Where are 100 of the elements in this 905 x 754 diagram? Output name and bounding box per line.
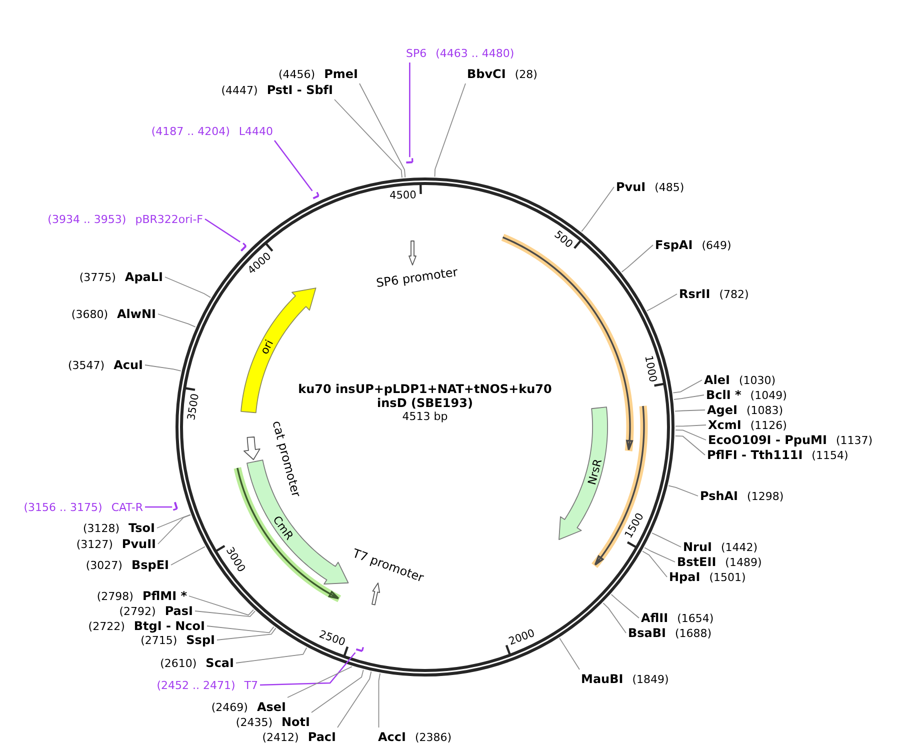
- leader-line: [378, 673, 381, 728]
- primer-name: CAT-R: [111, 501, 143, 514]
- enzyme-name: PflMI *: [142, 589, 187, 603]
- site-position: (1126): [750, 419, 787, 432]
- site-position: (3547): [68, 359, 105, 372]
- leader-line: [581, 186, 614, 232]
- primer-range: (4187 .. 4204): [151, 125, 230, 138]
- leader-line: [674, 410, 706, 412]
- enzyme-name: XcmI: [708, 418, 742, 432]
- feature-label: ori: [258, 337, 276, 356]
- site-position: (1654): [677, 612, 714, 625]
- site-position: (4447): [221, 84, 258, 97]
- leader-line: [158, 514, 191, 544]
- leader-line: [652, 532, 682, 548]
- enzyme-name: BbvCI: [467, 67, 506, 81]
- enzyme-name: BstEII: [677, 555, 716, 569]
- leader-line: [559, 638, 580, 670]
- enzyme-name: PshAI: [700, 489, 738, 503]
- leader-line: [675, 424, 706, 427]
- site-position: (2469): [211, 701, 248, 714]
- leader-line: [359, 83, 406, 178]
- site-position: (28): [514, 68, 538, 81]
- feature-label: SP6 promoter: [375, 266, 458, 290]
- enzyme-name: NruI: [683, 540, 712, 554]
- enzyme-name: ScaI: [206, 656, 234, 670]
- leader-line: [621, 244, 654, 272]
- enzyme-name: AseI: [256, 700, 286, 714]
- tick-label: 1000: [640, 354, 658, 383]
- leader-line: [260, 652, 356, 686]
- enzyme-name: AgeI: [707, 403, 738, 417]
- site-position: (1154): [812, 449, 848, 462]
- site-position: (2792): [119, 605, 156, 618]
- site-position: (1137): [836, 434, 873, 447]
- enzyme-name: PmeI: [324, 67, 358, 81]
- tick-label: 2500: [316, 628, 346, 650]
- primer-range: (3934 .. 3953): [48, 213, 126, 226]
- plasmid-length: 4513 bp: [402, 410, 448, 424]
- site-position: (3775): [79, 271, 116, 284]
- site-position: (3680): [71, 308, 108, 321]
- primer-name: L4440: [238, 125, 273, 138]
- site-position: (3027): [86, 559, 122, 572]
- tick-label: 2000: [507, 626, 538, 648]
- leader-line: [216, 628, 276, 640]
- enzyme-name: BclI *: [706, 388, 742, 402]
- enzyme-name: AlwNI: [117, 307, 156, 321]
- feature-label: NrsR: [585, 457, 604, 486]
- site-position: (1049): [750, 389, 787, 402]
- enzyme-name: HpaI: [669, 570, 700, 584]
- site-position: (4456): [278, 68, 316, 81]
- leader-line: [144, 364, 182, 372]
- enzyme-name: PstI - SbfI: [266, 83, 333, 97]
- enzyme-name: AcuI: [114, 358, 143, 372]
- enzyme-name: PvuI: [616, 180, 646, 194]
- leader-line: [646, 294, 678, 312]
- enzyme-name: SspI: [186, 633, 215, 647]
- enzyme-name: EcoO109I - PpuMI: [708, 433, 827, 447]
- site-position: (1030): [739, 374, 776, 387]
- enzyme-name: TsoI: [128, 521, 155, 535]
- primer-name: SP6: [406, 47, 427, 60]
- plasmid-name: ku70 insUP+pLDP1+NAT+tNOS+ku70 insD (SBE193): [298, 382, 552, 410]
- leader-line: [194, 610, 256, 618]
- site-position: (1501): [709, 571, 746, 584]
- site-position: (649): [702, 239, 732, 252]
- leader-line: [334, 99, 402, 178]
- site-position: (2715): [140, 634, 178, 647]
- enzyme-name: PacI: [308, 730, 336, 744]
- leader-line: [434, 83, 466, 178]
- leader-line: [672, 380, 702, 394]
- enzyme-name: PflFI - Tth111I: [707, 448, 803, 462]
- leader-line: [409, 62, 410, 158]
- site-position: (2386): [414, 731, 452, 744]
- site-position: (1083): [746, 404, 784, 417]
- leader-line: [311, 669, 364, 713]
- primer-range: (2452 .. 2471): [156, 679, 236, 692]
- enzyme-name: BtgI - NcoI: [134, 619, 205, 633]
- site-position: (485): [654, 181, 684, 194]
- leader-line: [206, 626, 274, 634]
- enzyme-name: MauBI: [581, 672, 624, 686]
- primer-range: (4463 .. 4480): [436, 47, 514, 60]
- site-position: (2722): [88, 620, 125, 633]
- enzyme-name: AflII: [641, 611, 668, 625]
- enzyme-name: PvuII: [122, 537, 156, 551]
- site-position: (1849): [632, 673, 669, 686]
- site-position: (2412): [262, 731, 299, 744]
- primer-name: pBR322ori-F: [135, 213, 203, 226]
- leader-line: [236, 647, 308, 664]
- leader-line: [644, 547, 676, 562]
- tick-label: 4500: [390, 189, 417, 203]
- site-position: (3128): [82, 522, 120, 535]
- enzyme-name: BspEI: [131, 558, 169, 572]
- tick-label: 500: [550, 228, 575, 252]
- site-position: (782): [719, 288, 749, 301]
- leader-line: [287, 666, 352, 698]
- leader-line: [188, 596, 254, 616]
- enzyme-name: FspAI: [655, 238, 693, 252]
- leader-line: [675, 430, 706, 440]
- leader-line: [156, 514, 191, 528]
- leader-line: [674, 436, 706, 456]
- leader-line: [668, 485, 698, 496]
- enzyme-name: ApaLI: [124, 270, 163, 284]
